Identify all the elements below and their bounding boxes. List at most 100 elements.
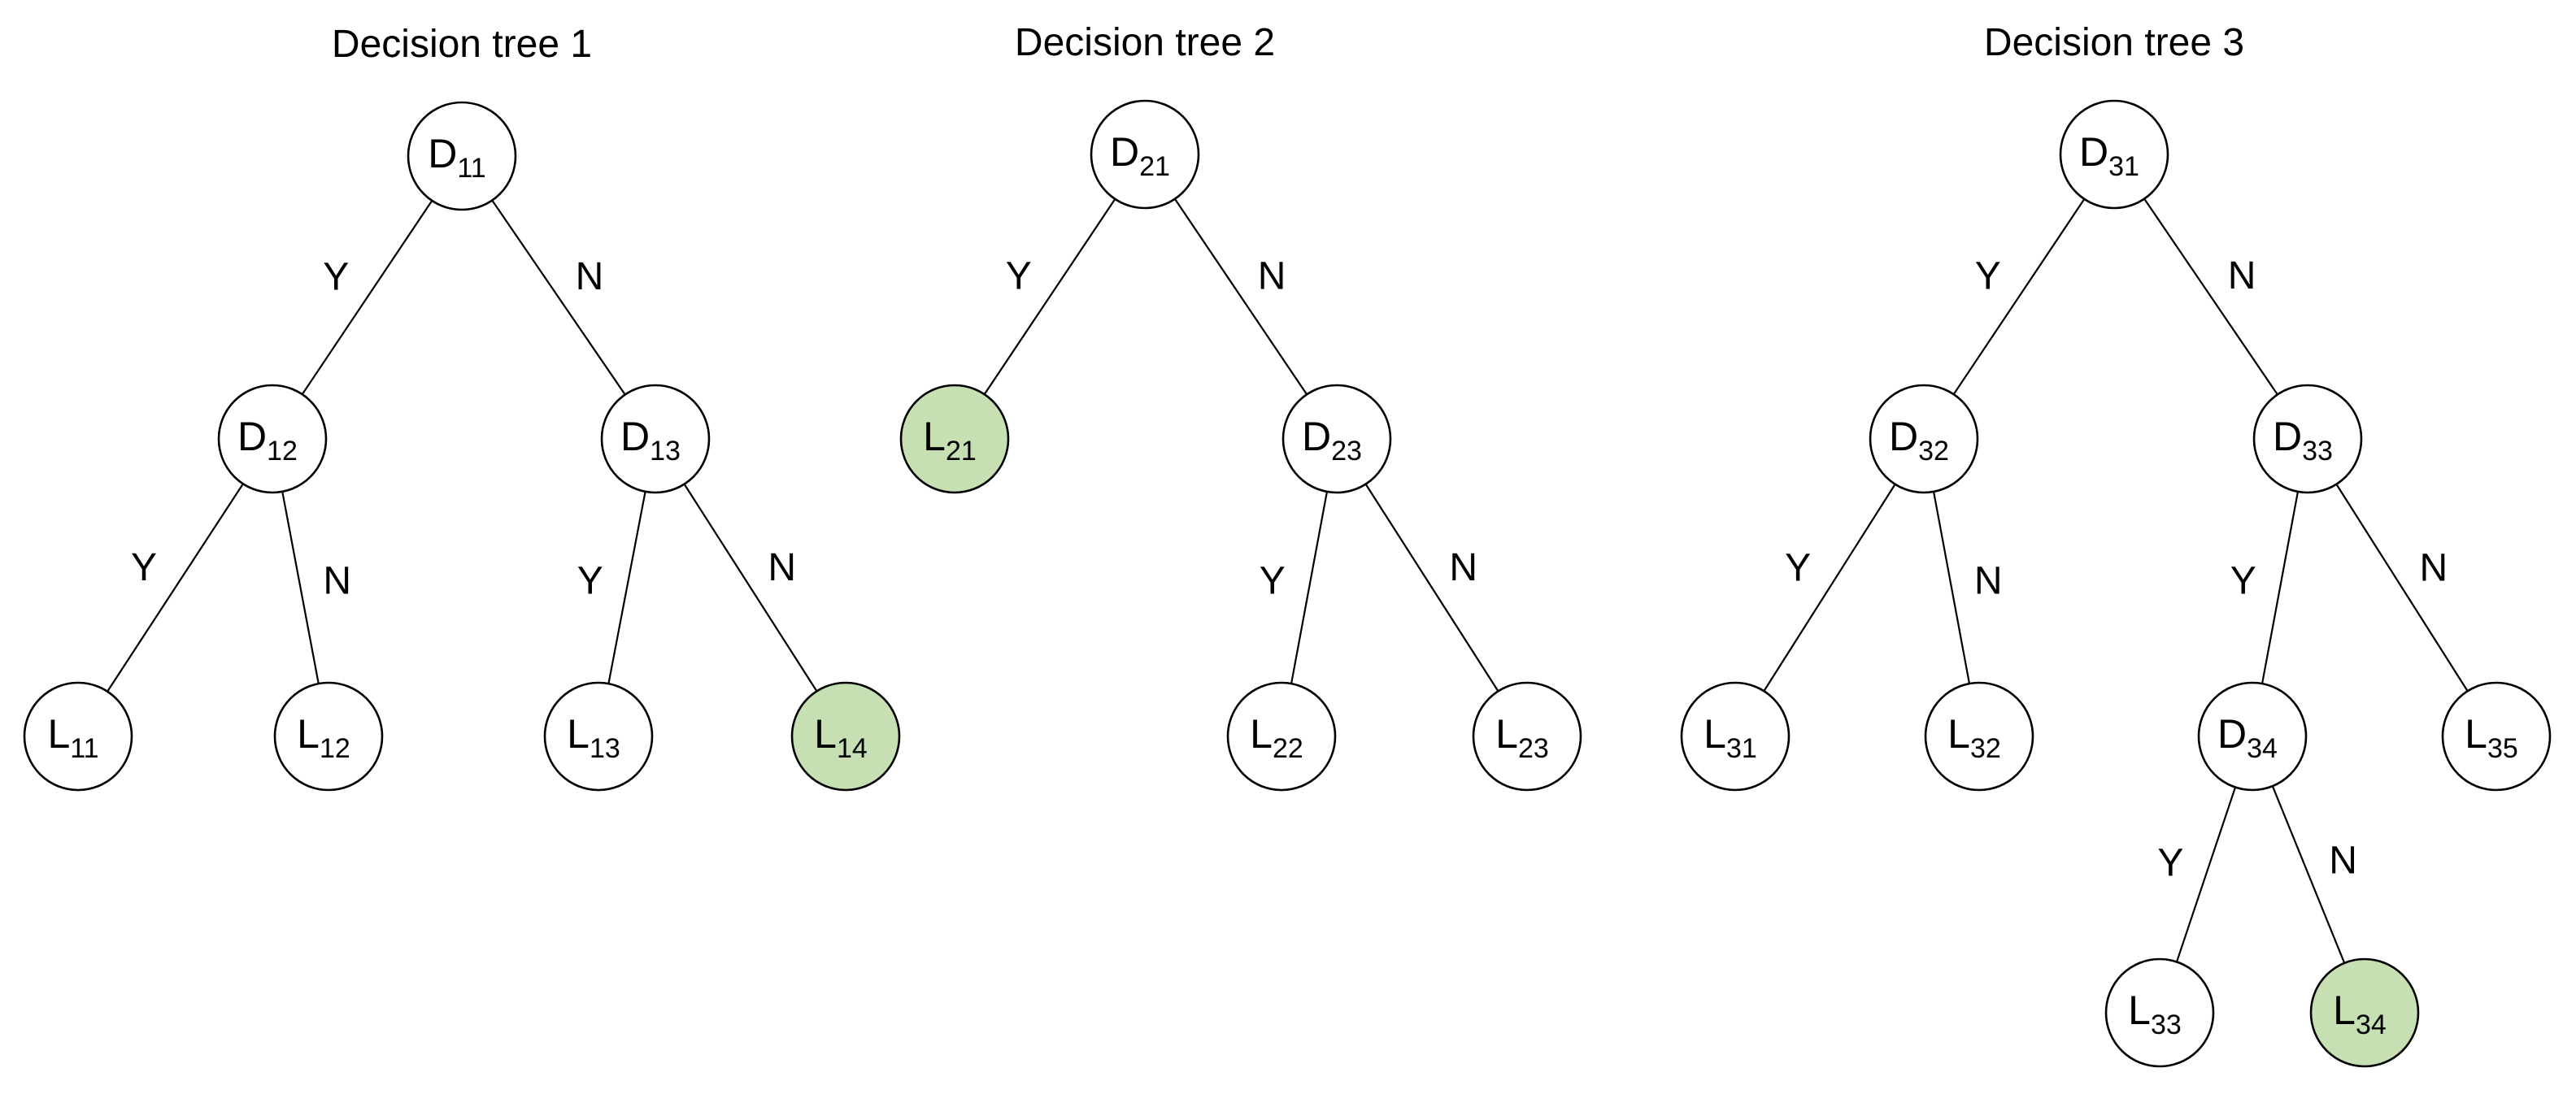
node-subscript: 31	[1726, 733, 1757, 764]
edge-label-n: N	[2329, 840, 2357, 883]
node-subscript: 34	[2356, 1009, 2387, 1040]
tree-title: Decision tree 2	[1015, 21, 1275, 64]
node-letter: L	[1947, 711, 1970, 757]
node-subscript: 23	[1518, 733, 1549, 764]
node-subscript: 12	[267, 436, 298, 467]
leaf-node-l22: L22	[1226, 681, 1337, 792]
node-label: D13	[620, 414, 681, 467]
edge-d12-l11	[107, 483, 244, 692]
node-subscript: 13	[650, 436, 681, 467]
edge-d33-d34	[2261, 491, 2300, 684]
node-circle	[217, 384, 328, 494]
node-label: D33	[2273, 414, 2333, 467]
node-subscript: 13	[590, 733, 620, 764]
node-subscript: 32	[1970, 733, 2001, 764]
node-letter: L	[2333, 988, 2356, 1033]
node-label: L33	[2128, 988, 2182, 1040]
edge-label-y: Y	[1006, 254, 1032, 297]
decision-node-d21: D21	[1090, 99, 1200, 210]
node-label: L32	[1947, 711, 2001, 764]
node-label: D31	[2079, 129, 2139, 182]
node-circle	[1869, 384, 1979, 494]
node-letter: D	[237, 414, 267, 459]
edge-d31-d33	[2143, 198, 2278, 396]
node-circle	[600, 384, 711, 494]
leaf-node-l32: L32	[1924, 681, 2034, 792]
node-label: D32	[1889, 414, 1949, 467]
edge-label-n: N	[323, 559, 351, 602]
node-label: L34	[2333, 988, 2387, 1040]
node-circle	[273, 681, 384, 792]
node-circle	[1090, 99, 1200, 210]
edge-label-n: N	[2420, 546, 2448, 589]
node-circle	[1924, 681, 2034, 792]
edge-d21-l21	[983, 198, 1116, 395]
edge-d13-l13	[607, 491, 646, 684]
node-letter: D	[620, 414, 650, 459]
node-letter: D	[1302, 414, 1331, 459]
decision-node-d11: D11	[407, 101, 517, 211]
edge-label-y: Y	[1260, 560, 1286, 603]
leaf-node-l14: L14	[790, 681, 901, 792]
leaf-node-l12: L12	[273, 681, 384, 792]
node-subscript: 32	[1918, 436, 1949, 467]
leaf-node-l31: L31	[1680, 681, 1791, 792]
node-subscript: 21	[946, 436, 977, 467]
node-letter: D	[2217, 711, 2247, 757]
node-subscript: 35	[2487, 733, 2518, 764]
node-label: D12	[237, 414, 298, 467]
node-label: L31	[1704, 711, 1757, 764]
node-circle	[2197, 681, 2308, 792]
edge-label-y: Y	[323, 255, 349, 298]
edge-label-y: Y	[131, 546, 157, 589]
edge-label-n: N	[768, 546, 796, 589]
node-circle	[1226, 681, 1337, 792]
node-label: L21	[923, 414, 977, 467]
edge-label-n: N	[1258, 254, 1286, 297]
node-label: D34	[2217, 711, 2278, 764]
node-circle	[2441, 681, 2552, 792]
edge-d21-d23	[1173, 198, 1308, 395]
node-letter: L	[923, 414, 946, 459]
node-letter: L	[2128, 988, 2151, 1033]
decision-node-d23: D23	[1281, 384, 1392, 494]
node-subscript: 31	[2108, 151, 2139, 182]
highlighted-node-circle	[2309, 957, 2420, 1068]
node-letter: L	[297, 711, 320, 757]
decision-node-d33: D33	[2252, 384, 2363, 494]
leaf-node-l13: L13	[543, 681, 654, 792]
node-subscript: 23	[1331, 436, 1362, 467]
edge-d34-l33	[2175, 787, 2237, 962]
node-label: L13	[567, 711, 620, 764]
leaf-node-l21: L21	[899, 384, 1010, 494]
leaf-node-l11: L11	[23, 681, 133, 792]
edge-d32-l32	[1932, 491, 1971, 684]
node-label: D11	[428, 131, 485, 184]
node-subscript: 33	[2302, 436, 2333, 467]
node-letter: L	[1495, 711, 1518, 757]
decision-node-d34: D34	[2197, 681, 2308, 792]
edge-d13-l14	[683, 484, 818, 692]
edge-d31-d32	[1952, 198, 2086, 395]
highlighted-node-circle	[790, 681, 901, 792]
edge-d11-d13	[491, 199, 626, 396]
node-subscript: 14	[837, 733, 868, 764]
node-circle	[543, 681, 654, 792]
edge-label-y: Y	[1785, 546, 1811, 589]
node-circle	[23, 681, 133, 792]
edge-d23-l22	[1290, 491, 1329, 684]
node-label: L23	[1495, 711, 1549, 764]
node-label: L35	[2465, 711, 2518, 764]
node-label: L22	[1250, 711, 1303, 764]
node-letter: L	[1250, 711, 1273, 757]
decision-node-d13: D13	[600, 384, 711, 494]
edge-d11-d12	[301, 200, 433, 395]
node-circle	[407, 101, 517, 211]
node-subscript: 11	[457, 153, 485, 184]
decision-node-d12: D12	[217, 384, 328, 494]
edge-d32-l31	[1763, 484, 1896, 692]
edge-label-y: Y	[2157, 841, 2183, 884]
